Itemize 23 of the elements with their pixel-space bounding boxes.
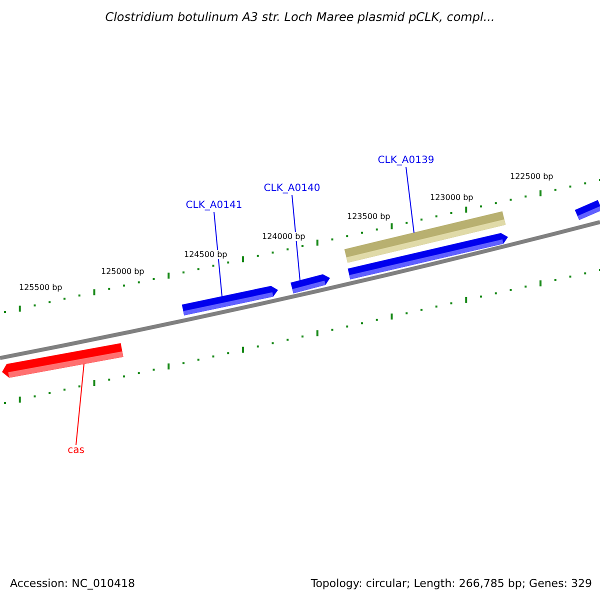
scale-label: 124000 bp [262, 232, 306, 241]
gene-feature [2, 343, 124, 378]
footer-text: Accession: NC_010418 [10, 577, 136, 590]
gene-label: CLK_A0139 [378, 155, 434, 166]
gene-label: CLK_A0141 [186, 200, 242, 211]
gene-label: cas [68, 445, 84, 456]
scale-label: 125000 bp [101, 267, 144, 276]
scale-label: 124500 bp [184, 250, 228, 259]
gene-feature [574, 200, 600, 220]
scale-label: 122500 bp [510, 172, 554, 181]
title: Clostridium botulinum A3 str. Loch Maree plasmid pCLK, compl... [104, 10, 496, 24]
gene-feature [290, 274, 330, 294]
scale-label: 123000 bp [430, 193, 474, 202]
leader-line [214, 212, 222, 297]
leader-line [406, 166, 414, 234]
leader-line [292, 194, 300, 282]
footer-text: Topology: circular; Length: 266,785 bp; Genes: 329 [310, 577, 592, 590]
scale-label: 125500 bp [19, 283, 62, 292]
gene-feature [182, 286, 278, 316]
gene-feature [348, 233, 508, 280]
leader-line [76, 363, 84, 446]
gene-label: CLK_A0140 [264, 183, 320, 194]
scale-label: 123500 bp [347, 212, 390, 221]
